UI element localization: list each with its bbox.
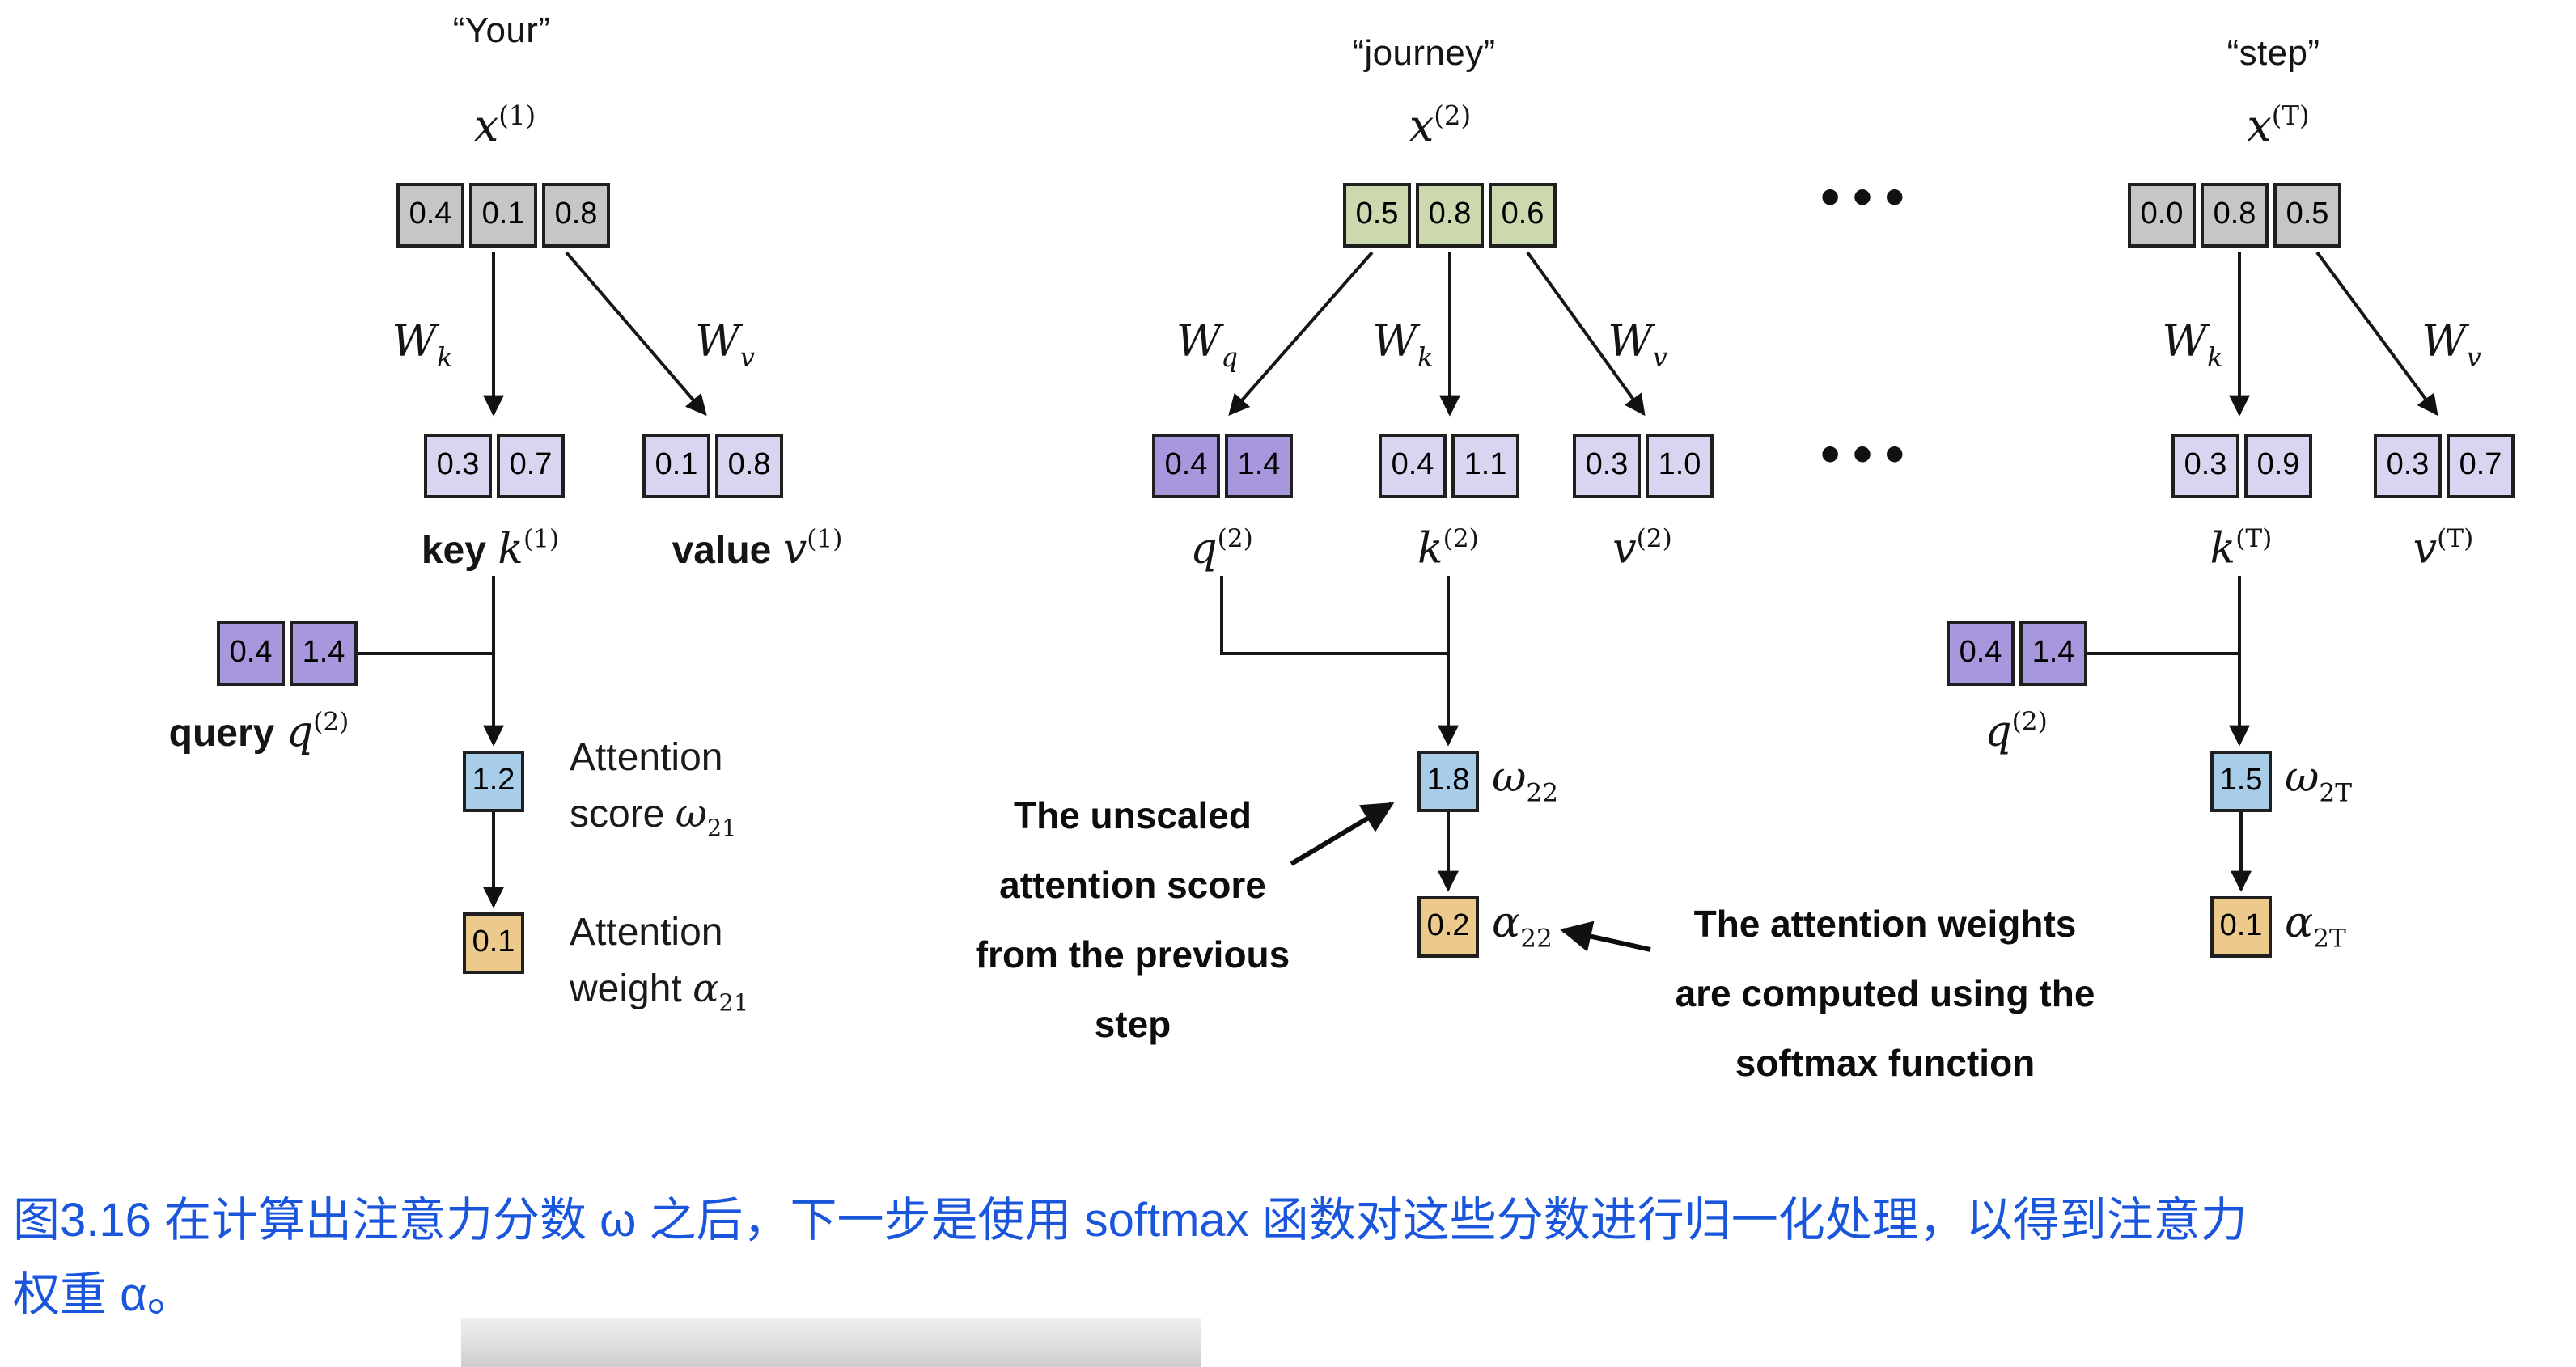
x2-vector: 0.5 0.8 0.6 bbox=[1343, 183, 1557, 248]
alpha-2T-label: α2T bbox=[2285, 899, 2346, 954]
x1-vector: 0.4 0.1 0.8 bbox=[396, 183, 610, 248]
annotation-softmax: The attention weights are computed using… bbox=[1618, 890, 2152, 1098]
vector-cell: 1.4 bbox=[290, 621, 358, 686]
xT-label: x(T) bbox=[2247, 100, 2310, 152]
omega-2T-label: ω2T bbox=[2285, 754, 2353, 808]
value1-label: value v(1) bbox=[672, 524, 843, 574]
vector-cell: 0.8 bbox=[542, 183, 610, 248]
vector-cell: 0.4 bbox=[217, 621, 285, 686]
w-key-matrix-label-col2: Wk bbox=[1372, 317, 1434, 373]
key1-label: key k(1) bbox=[421, 524, 560, 574]
vector-cell: 0.3 bbox=[2171, 434, 2239, 498]
key1-vector: 0.3 0.7 bbox=[424, 434, 565, 498]
w-value-matrix-label-col3: Wv bbox=[2421, 317, 2481, 373]
query2-vector-right: 0.4 1.4 bbox=[1947, 621, 2087, 686]
value2-vector: 0.3 1.0 bbox=[1573, 434, 1714, 498]
vector-cell: 0.4 bbox=[1379, 434, 1447, 498]
attention-weight-box-2T: 0.1 bbox=[2210, 896, 2272, 958]
omega-22-label: ω22 bbox=[1492, 754, 1559, 808]
x2-label: x(2) bbox=[1409, 100, 1472, 152]
attention-score-box-22: 1.8 bbox=[1417, 751, 1479, 812]
vector-cell: 0.6 bbox=[1489, 183, 1557, 248]
value1-vector: 0.1 0.8 bbox=[642, 434, 783, 498]
query2-label-right: q(2) bbox=[1985, 707, 2048, 757]
kT-label: k(T) bbox=[2210, 524, 2273, 574]
v2-label: v(2) bbox=[1612, 524, 1672, 574]
w-value-matrix-label-col1: Wv bbox=[695, 317, 755, 373]
vector-cell: 1.0 bbox=[1646, 434, 1714, 498]
vector-cell: 0.7 bbox=[497, 434, 565, 498]
ellipsis-top: ••• bbox=[1820, 167, 1917, 228]
vector-cell: 1.1 bbox=[1451, 434, 1519, 498]
screenshot-artifact-bar bbox=[461, 1318, 1201, 1367]
vector-cell: 0.3 bbox=[2374, 434, 2442, 498]
x1-label: x(1) bbox=[473, 100, 536, 152]
query2-vector-mid: 0.4 1.4 bbox=[1152, 434, 1293, 498]
w-key-matrix-label-col1: Wk bbox=[392, 317, 453, 373]
annotation-line: attention score bbox=[999, 864, 1266, 906]
vector-cell: 0.8 bbox=[2201, 183, 2269, 248]
vector-cell: 0.5 bbox=[1343, 183, 1411, 248]
w-query-matrix-label-col2: Wq bbox=[1176, 317, 1239, 373]
vT-label: v(T) bbox=[2413, 524, 2474, 574]
vector-cell: 0.1 bbox=[469, 183, 537, 248]
vector-cell: 1.4 bbox=[2019, 621, 2087, 686]
w-value-matrix-label-col2: Wv bbox=[1608, 317, 1667, 373]
annotation-line: The unscaled bbox=[1014, 794, 1252, 836]
query2-vector-left: 0.4 1.4 bbox=[217, 621, 358, 686]
k2-label: k(2) bbox=[1417, 524, 1479, 574]
annotation-unscaled-score: The unscaled attention score from the pr… bbox=[947, 781, 1319, 1060]
valueT-vector: 0.3 0.7 bbox=[2374, 434, 2515, 498]
vector-cell: 0.4 bbox=[1947, 621, 2015, 686]
alpha-22-label: α22 bbox=[1492, 899, 1553, 954]
query2-label-left: query q(2) bbox=[168, 707, 350, 757]
annotation-line: softmax function bbox=[1735, 1042, 2036, 1084]
vector-cell: 0.1 bbox=[642, 434, 710, 498]
attention-weight-label-21: Attention weight α21 bbox=[570, 911, 749, 1018]
vector-cell: 0.8 bbox=[1416, 183, 1484, 248]
attention-weight-box-21: 0.1 bbox=[463, 912, 524, 974]
figure-caption: 图3.16 在计算出注意力分数 ω 之后，下一步是使用 softmax 函数对这… bbox=[13, 1196, 2248, 1322]
ellipsis-middle: ••• bbox=[1820, 424, 1917, 485]
vector-cell: 0.7 bbox=[2447, 434, 2515, 498]
token-your: “Your” bbox=[452, 10, 551, 50]
attention-weight-box-22: 0.2 bbox=[1417, 896, 1479, 958]
attention-score-label-21: Attention score ω21 bbox=[570, 736, 737, 843]
attention-score-box-21: 1.2 bbox=[463, 751, 524, 812]
vector-cell: 0.4 bbox=[396, 183, 464, 248]
attention-score-box-2T: 1.5 bbox=[2210, 751, 2272, 812]
q2-label: q(2) bbox=[1190, 524, 1253, 574]
xT-vector: 0.0 0.8 0.5 bbox=[2128, 183, 2341, 248]
key2-vector: 0.4 1.1 bbox=[1379, 434, 1519, 498]
keyT-vector: 0.3 0.9 bbox=[2171, 434, 2312, 498]
vector-cell: 1.4 bbox=[1225, 434, 1293, 498]
vector-cell: 0.9 bbox=[2244, 434, 2312, 498]
vector-cell: 0.4 bbox=[1152, 434, 1220, 498]
vector-cell: 0.0 bbox=[2128, 183, 2196, 248]
annotation-line: from the previous bbox=[975, 933, 1290, 976]
annotation-line: are computed using the bbox=[1675, 972, 2095, 1014]
vector-cell: 0.8 bbox=[715, 434, 783, 498]
token-step: “step” bbox=[2226, 32, 2320, 73]
annotation-line: step bbox=[1094, 1003, 1171, 1045]
annotation-line: The attention weights bbox=[1693, 903, 2077, 945]
vector-cell: 0.3 bbox=[424, 434, 492, 498]
token-journey: “journey” bbox=[1352, 32, 1496, 73]
w-key-matrix-label-col3: Wk bbox=[2162, 317, 2223, 373]
vector-cell: 0.5 bbox=[2273, 183, 2341, 248]
vector-cell: 0.3 bbox=[1573, 434, 1641, 498]
